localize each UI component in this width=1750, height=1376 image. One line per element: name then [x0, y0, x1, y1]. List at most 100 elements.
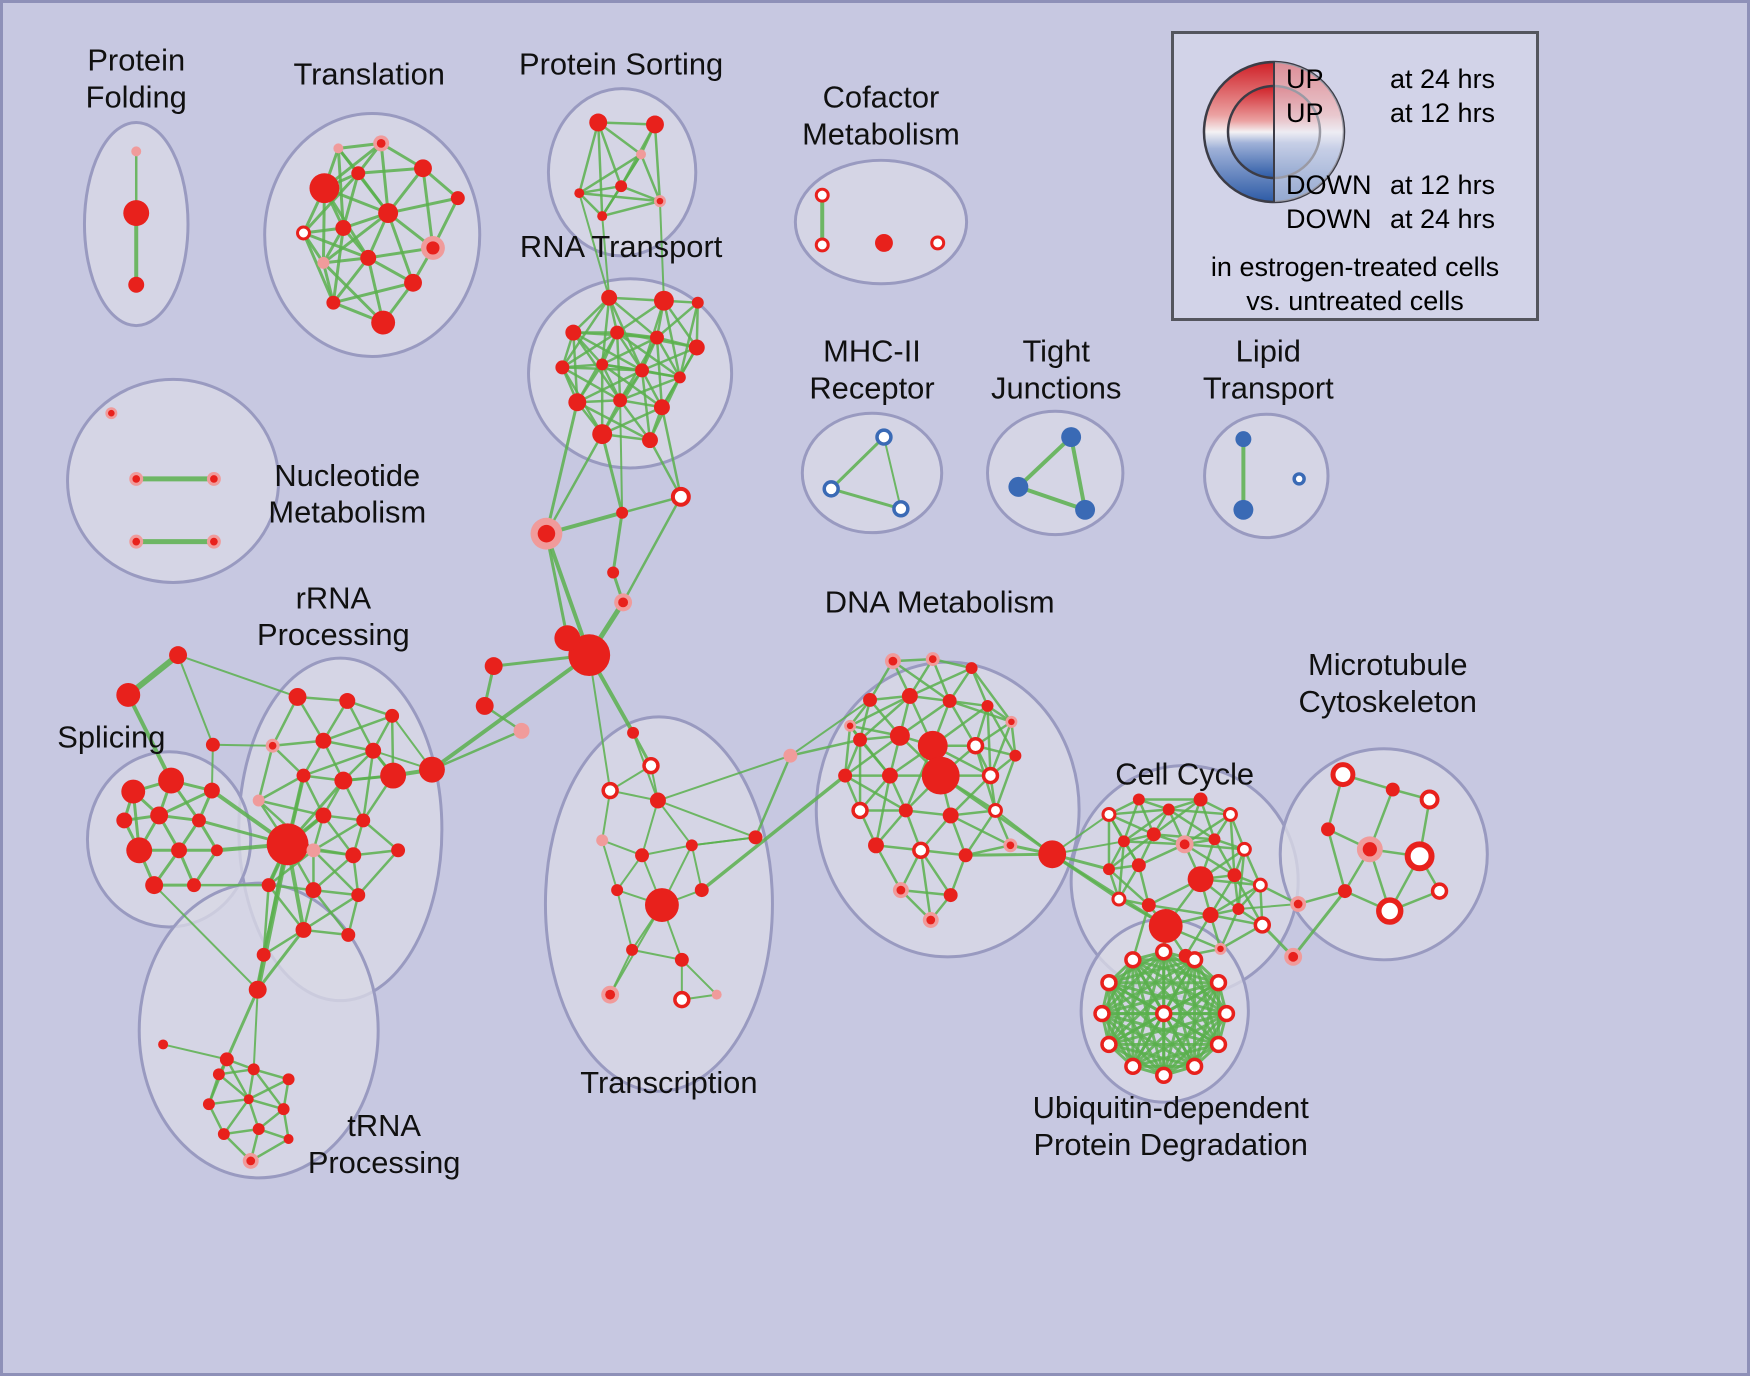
network-edge [621, 495, 683, 604]
network-node [711, 989, 722, 1000]
network-node-core [1217, 945, 1224, 953]
network-edge [882, 436, 902, 510]
network-edge [545, 432, 604, 535]
network-node [943, 888, 958, 903]
network-node [942, 807, 959, 824]
network-node [1430, 882, 1449, 900]
network-node [475, 696, 494, 715]
network-edge [356, 166, 425, 175]
cluster-mhc-ii-receptor [800, 411, 944, 535]
network-edge [322, 714, 394, 743]
network-edge [321, 261, 385, 325]
network-edge [949, 814, 1012, 847]
network-node [889, 725, 910, 746]
network-edge [211, 743, 274, 747]
network-node-core [846, 722, 854, 730]
cluster-label-mhc-ii-receptor: Receptor [809, 370, 934, 405]
network-node [917, 730, 948, 761]
network-node [615, 180, 628, 193]
network-edge [690, 844, 703, 892]
network-node [921, 756, 960, 795]
network-node [1222, 806, 1238, 822]
network-node [252, 794, 265, 807]
network-edge [1209, 913, 1264, 927]
network-node [685, 839, 698, 852]
network-node [1233, 499, 1254, 520]
network-node [1146, 827, 1161, 842]
network-edge [544, 532, 569, 640]
network-node [116, 683, 141, 707]
network-node [248, 980, 267, 999]
network-edge [908, 666, 973, 698]
network-node [1075, 499, 1096, 520]
network-node [627, 726, 640, 739]
network-edge [789, 738, 862, 757]
network-edge [611, 511, 624, 574]
network-node [212, 1068, 225, 1081]
legend-time: at 24 hrs [1390, 204, 1496, 234]
network-edge [964, 844, 1012, 857]
network-edge [994, 754, 1017, 812]
network-node-core [656, 197, 664, 205]
network-edge [429, 653, 592, 772]
network-node [187, 878, 201, 893]
legend-word: UP [1286, 64, 1324, 94]
network-node [171, 842, 188, 859]
network-node [1093, 1004, 1111, 1023]
network-node [981, 699, 994, 712]
network-node [123, 200, 150, 227]
network-node-core [1006, 841, 1015, 850]
network-node [1038, 840, 1067, 869]
network-node [626, 943, 639, 956]
network-edge [126, 692, 174, 783]
cluster-label-rna-transport: RNA Transport [520, 229, 723, 264]
network-node-core [1288, 951, 1299, 962]
network-node [414, 159, 432, 178]
network-node [851, 801, 869, 820]
network-node [611, 884, 624, 897]
network-edge [1147, 903, 1212, 917]
network-node [653, 399, 670, 416]
network-edge [656, 799, 757, 839]
legend-time: at 12 hrs [1390, 98, 1496, 128]
network-node [256, 947, 271, 962]
network-node [288, 688, 307, 706]
network-node [942, 693, 957, 708]
cluster-label-protein-sorting: Protein Sorting [519, 47, 723, 82]
network-edge [754, 754, 792, 839]
network-edge [331, 281, 415, 305]
network-node [306, 843, 321, 858]
network-node [351, 888, 366, 903]
network-edge [641, 799, 659, 857]
network-node [673, 990, 691, 1009]
network-edge [639, 153, 662, 203]
network-node [121, 779, 146, 804]
network-edge [1162, 1012, 1197, 1068]
network-node [217, 1128, 230, 1141]
network-node [881, 767, 898, 784]
network-node [339, 692, 356, 709]
network-edge [1107, 1012, 1166, 1046]
network-node [1009, 749, 1022, 762]
network-edge [989, 720, 1013, 777]
network-node-core [926, 915, 936, 925]
network-node [1385, 782, 1400, 797]
network-node [1061, 427, 1082, 448]
cluster-label-lipid-transport: Transport [1203, 370, 1334, 405]
cluster-label-rrna-processing: rRNA [296, 580, 372, 615]
network-node [128, 276, 145, 293]
network-node [613, 393, 628, 408]
network-edge [588, 654, 612, 792]
network-edge [1167, 808, 1232, 816]
network-edge [578, 184, 623, 195]
network-edge [336, 146, 390, 215]
network-node [341, 927, 356, 942]
network-node [247, 1063, 260, 1076]
legend-word: DOWN [1286, 170, 1372, 200]
network-node [574, 188, 585, 199]
network-edge [964, 852, 1054, 857]
network-node [1100, 973, 1118, 992]
